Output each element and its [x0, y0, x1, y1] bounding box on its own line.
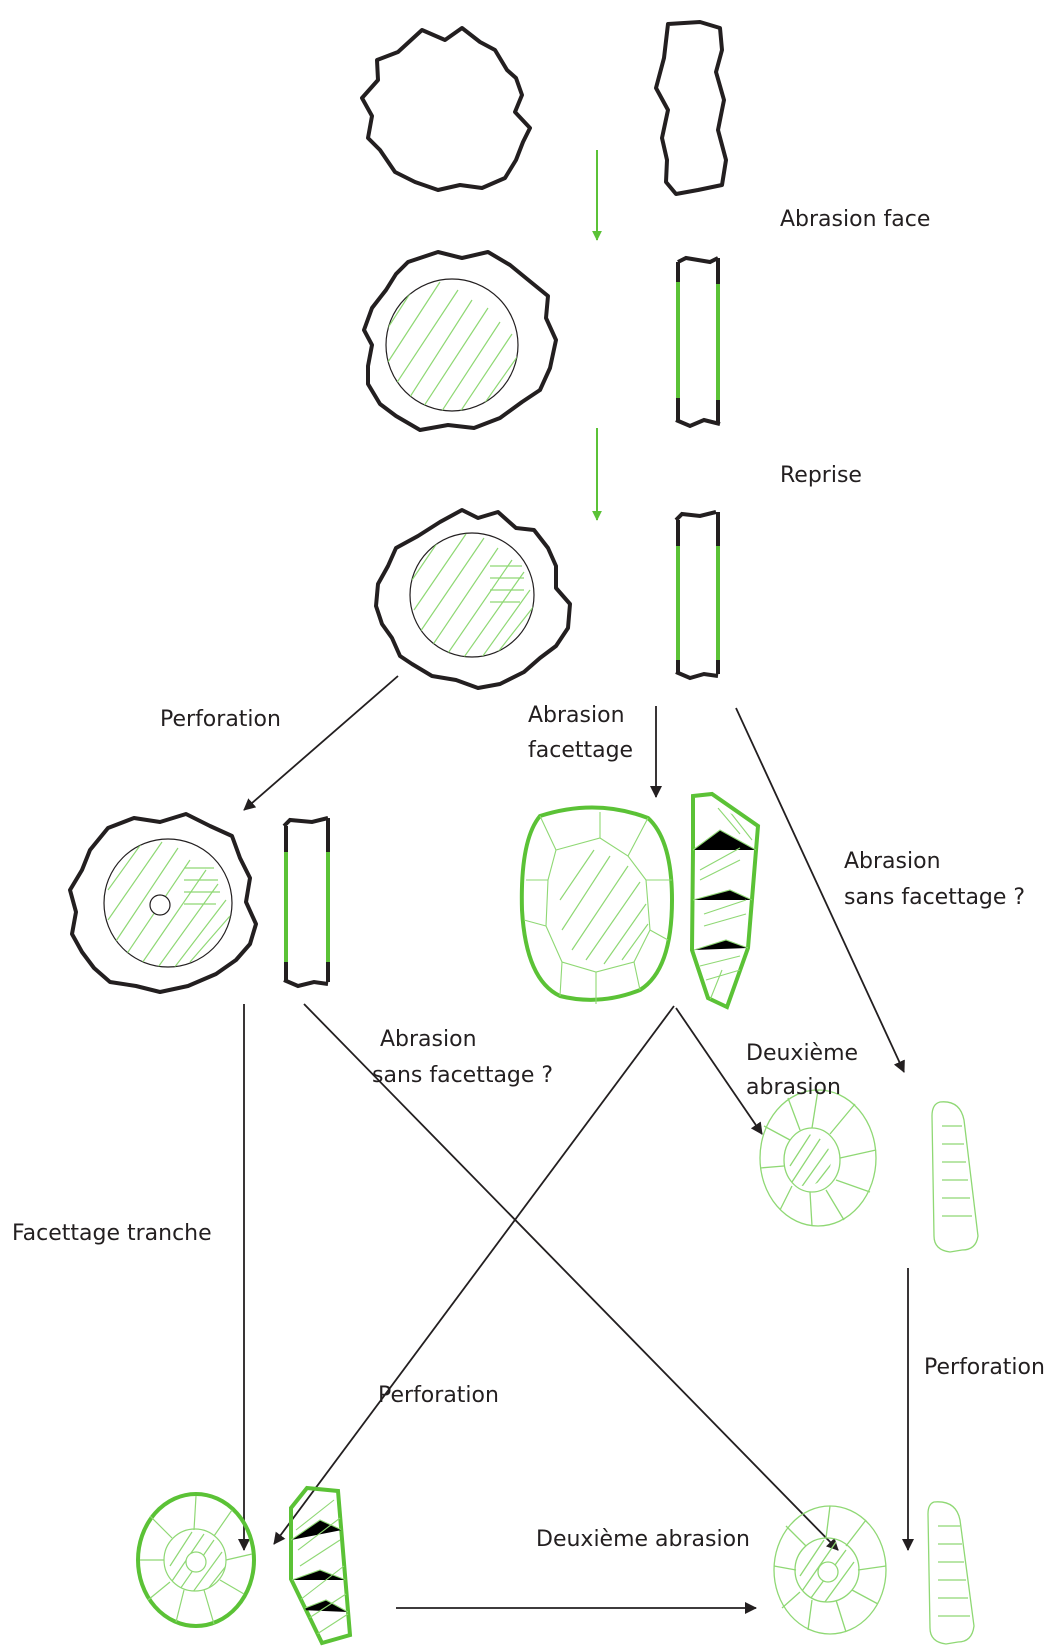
perforated-face [70, 814, 256, 992]
faceted-profile [692, 794, 758, 1007]
final-left-profile [291, 1488, 350, 1643]
faceted-face [522, 807, 672, 1004]
label-abrasion-sans-facettage-right-line2: sans facettage ? [844, 882, 1025, 914]
raw-blank-face [362, 28, 530, 190]
label-perforation-1: Perforation [160, 704, 281, 736]
reprise-profile [676, 512, 718, 678]
label-deuxieme-abrasion-right-line1: Deuxième [746, 1038, 858, 1070]
second-abrasion-face [760, 1090, 876, 1226]
label-reprise: Reprise [780, 460, 862, 492]
final-right-profile [928, 1502, 974, 1644]
label-abrasion-facettage-line1: Abrasion [528, 700, 625, 732]
arrow-deuxieme-abrasion-right [676, 1008, 762, 1134]
arrow-perforation-1 [244, 676, 398, 810]
abraded-face [364, 252, 556, 430]
abraded-profile [676, 258, 720, 426]
label-abrasion-face: Abrasion face [780, 204, 930, 236]
label-abrasion-facettage-line2: facettage [528, 735, 633, 767]
label-abrasion-sans-facettage-mid-line2: sans facettage ? [372, 1060, 553, 1092]
perforated-profile [284, 818, 328, 986]
label-abrasion-sans-facettage-mid-line1: Abrasion [380, 1024, 477, 1056]
label-deuxieme-abrasion-bottom: Deuxième abrasion [536, 1524, 750, 1556]
final-left-face [138, 1494, 254, 1626]
raw-blank-profile [656, 22, 726, 194]
label-perforation-2: Perforation [378, 1380, 499, 1412]
label-deuxieme-abrasion-right-line2: abrasion [746, 1072, 841, 1104]
label-perforation-3: Perforation [924, 1352, 1045, 1384]
final-right-face [774, 1506, 886, 1634]
label-facettage-tranche: Facettage tranche [12, 1218, 212, 1250]
label-abrasion-sans-facettage-right-line1: Abrasion [844, 846, 941, 878]
reprise-face [376, 510, 570, 688]
second-abrasion-profile [932, 1102, 978, 1252]
